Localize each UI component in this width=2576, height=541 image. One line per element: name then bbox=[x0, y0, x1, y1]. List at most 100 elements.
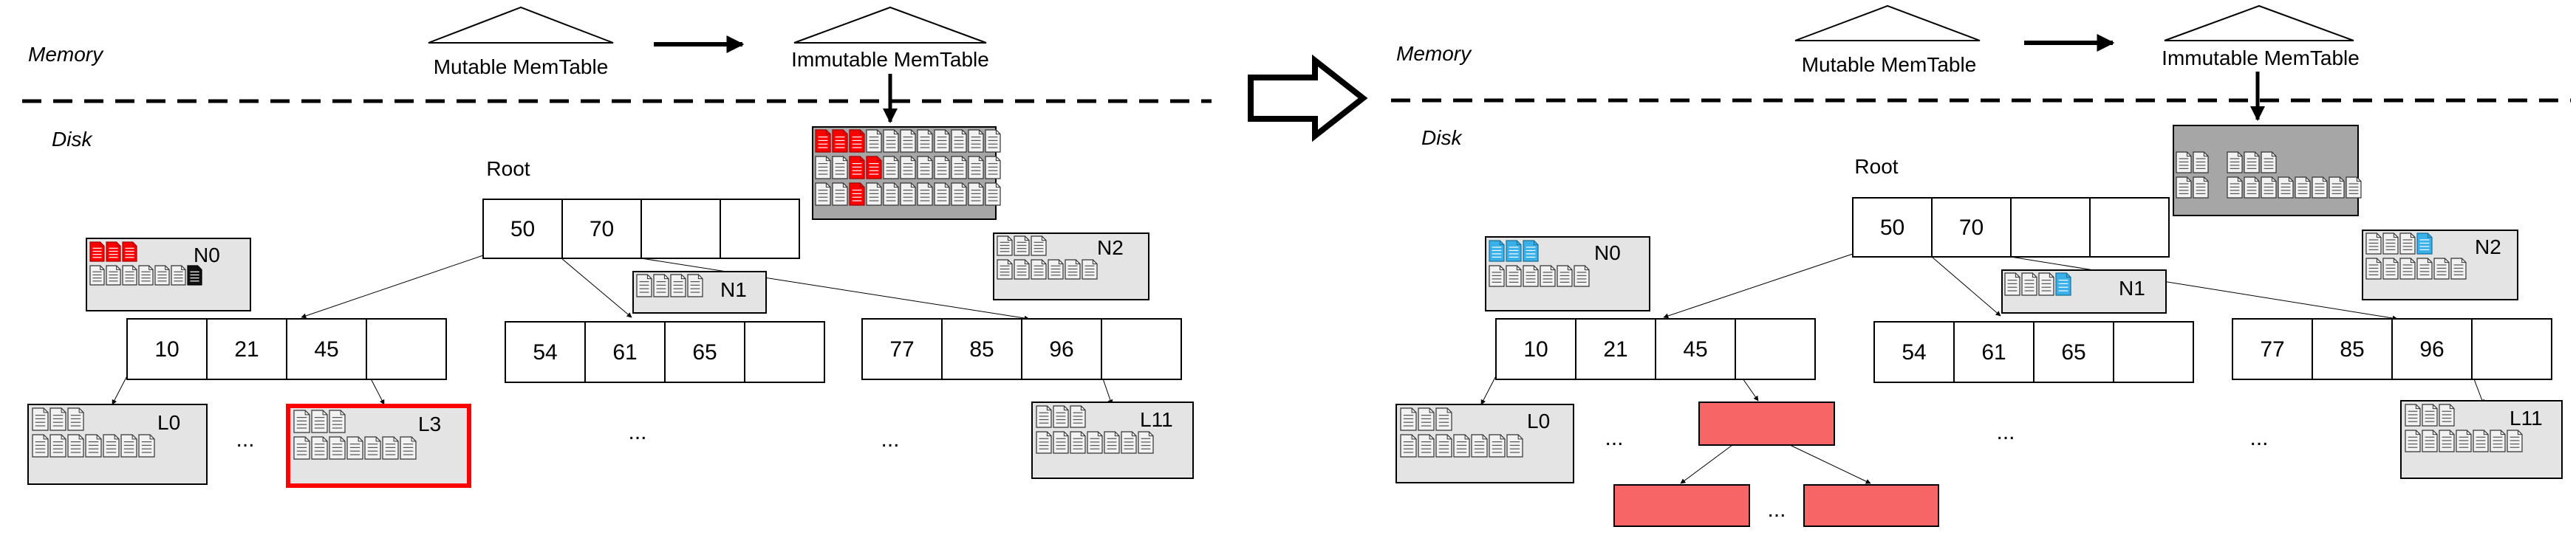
buffer-n0-label-right: N0 bbox=[1594, 241, 1621, 264]
buffer-n0-label: N0 bbox=[194, 244, 220, 266]
document-icon bbox=[67, 434, 84, 458]
root-label-right: Root bbox=[1854, 155, 1898, 178]
key-cell bbox=[941, 318, 1022, 380]
document-icon bbox=[382, 436, 399, 460]
document-icon bbox=[968, 182, 984, 206]
document-icon bbox=[2278, 176, 2294, 199]
document-icon bbox=[1014, 235, 1030, 256]
document-icon bbox=[2439, 430, 2455, 452]
document-icon bbox=[934, 182, 950, 206]
document-icon bbox=[2261, 151, 2277, 173]
key-value: 21 bbox=[1603, 337, 1627, 362]
document-icon bbox=[917, 129, 933, 153]
memory-label: Memory bbox=[28, 43, 104, 66]
right-diagram: Memory Disk Mutable MemTable Immutable M… bbox=[1391, 4, 2571, 527]
document-icon bbox=[2439, 404, 2455, 427]
document-icon bbox=[32, 434, 49, 458]
document-icon bbox=[400, 436, 417, 460]
leaf-l11-docs bbox=[1036, 405, 1154, 454]
document-icon bbox=[636, 274, 652, 297]
document-icon bbox=[2312, 176, 2328, 199]
document-icon bbox=[900, 129, 916, 153]
document-icon bbox=[653, 274, 669, 297]
document-icon bbox=[329, 436, 346, 460]
document-icon bbox=[2450, 258, 2467, 280]
document-icon bbox=[1082, 259, 1098, 280]
key-cell bbox=[2010, 197, 2091, 258]
document-icon bbox=[1489, 265, 1505, 287]
document-icon bbox=[670, 274, 686, 297]
document-icon bbox=[832, 182, 848, 206]
key-value: 70 bbox=[590, 217, 614, 241]
document-icon bbox=[917, 156, 933, 179]
disk-label: Disk bbox=[52, 128, 93, 151]
document-icon bbox=[687, 274, 703, 297]
transition-arrow bbox=[1248, 54, 1368, 142]
document-icon bbox=[2193, 151, 2209, 173]
document-icon bbox=[171, 265, 186, 286]
document-icon bbox=[154, 265, 170, 286]
document-icon bbox=[1506, 265, 1522, 287]
key-value: 10 bbox=[154, 337, 179, 362]
buffer-n2-docs-right bbox=[2365, 232, 2467, 280]
document-icon bbox=[1506, 434, 1523, 458]
ellipsis-6: ... bbox=[1996, 420, 2015, 444]
document-icon bbox=[815, 129, 831, 153]
key-cell bbox=[2089, 197, 2170, 258]
immutable-batch-docs bbox=[815, 129, 1001, 206]
document-icon bbox=[1489, 240, 1505, 262]
buffer-n0-docs bbox=[89, 241, 202, 286]
document-icon bbox=[1540, 265, 1556, 287]
document-icon bbox=[2346, 176, 2362, 199]
buffer-n1-docs bbox=[636, 274, 703, 297]
document-icon bbox=[934, 156, 950, 179]
document-icon bbox=[934, 129, 950, 153]
document-icon bbox=[1121, 431, 1137, 454]
document-icon bbox=[997, 259, 1013, 280]
key-cell bbox=[640, 199, 721, 259]
key-cell bbox=[2471, 318, 2552, 380]
key-cell bbox=[2391, 318, 2473, 380]
document-icon bbox=[985, 129, 1001, 153]
document-icon bbox=[2176, 176, 2192, 199]
key-cell bbox=[1021, 318, 1102, 380]
document-icon bbox=[900, 156, 916, 179]
key-value: 85 bbox=[2340, 337, 2364, 362]
immutable-memtable-label: Immutable MemTable bbox=[791, 48, 989, 71]
document-icon bbox=[883, 156, 899, 179]
document-icon bbox=[951, 156, 967, 179]
document-icon bbox=[832, 156, 848, 179]
key-value: 10 bbox=[1523, 337, 1548, 362]
split-node-parent bbox=[1698, 402, 1835, 446]
document-icon bbox=[2176, 151, 2192, 173]
document-icon bbox=[138, 265, 154, 286]
document-icon bbox=[138, 434, 155, 458]
document-icon bbox=[1400, 434, 1417, 458]
document-icon bbox=[917, 182, 933, 206]
leaf-l3-docs bbox=[293, 410, 417, 460]
document-icon bbox=[1048, 259, 1064, 280]
mutable-memtable-triangle-right bbox=[1794, 4, 1981, 41]
ellipsis-7: ... bbox=[2249, 426, 2268, 450]
document-icon bbox=[1418, 407, 1435, 431]
document-icon bbox=[2507, 430, 2523, 452]
document-icon bbox=[866, 129, 882, 153]
document-icon bbox=[2433, 258, 2450, 280]
document-icon bbox=[815, 156, 831, 179]
key-cell bbox=[1953, 321, 2035, 383]
document-icon bbox=[1138, 431, 1154, 454]
document-icon bbox=[120, 434, 137, 458]
key-cell bbox=[505, 321, 586, 383]
document-icon bbox=[951, 129, 967, 153]
document-icon bbox=[866, 182, 882, 206]
document-icon bbox=[1036, 431, 1052, 454]
document-icon bbox=[122, 265, 137, 286]
key-cell bbox=[1852, 197, 1933, 258]
document-icon bbox=[1053, 405, 1069, 428]
document-icon bbox=[883, 182, 899, 206]
